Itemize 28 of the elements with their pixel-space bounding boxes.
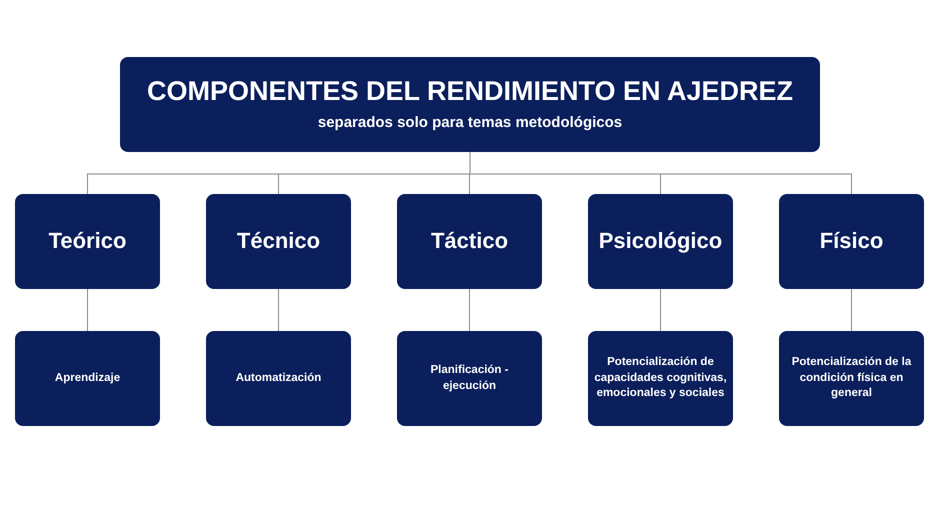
description-text: Aprendizaje: [54, 370, 120, 386]
category-box: [397, 194, 542, 289]
connector-line: [278, 288, 279, 332]
title-text: COMPONENTES DEL RENDIMIENTO EN AJEDREZ: [146, 77, 794, 108]
category-label: Físico: [820, 229, 884, 254]
category-label: Táctico: [430, 229, 508, 254]
category-label: Técnico: [236, 229, 320, 254]
description-box: [588, 331, 733, 426]
title-box: [120, 57, 820, 152]
category-box: [206, 194, 351, 289]
description-box: [206, 331, 351, 426]
category-box: [779, 194, 924, 289]
description-text: Automatización: [236, 370, 322, 386]
category-box: [588, 194, 733, 289]
connector-line: [660, 288, 661, 332]
category-box: [15, 194, 160, 289]
description-box: [15, 331, 160, 426]
category-label: Teórico: [48, 229, 126, 254]
description-box: [397, 331, 542, 426]
description-text: Planificación - ejecución: [430, 362, 510, 394]
connector-line: [851, 288, 852, 332]
category-label: Psicológico: [598, 229, 722, 254]
subtitle-text: separados solo para temas metodológicos: [318, 115, 622, 132]
description-box: [779, 331, 924, 426]
connector-line: [87, 288, 88, 332]
description-text: Potencialización de capacidades cognitivas, emocionales y sociales: [594, 355, 727, 402]
connector-line: [469, 288, 470, 332]
description-text: Potencialización de la condición física en general: [790, 355, 912, 402]
